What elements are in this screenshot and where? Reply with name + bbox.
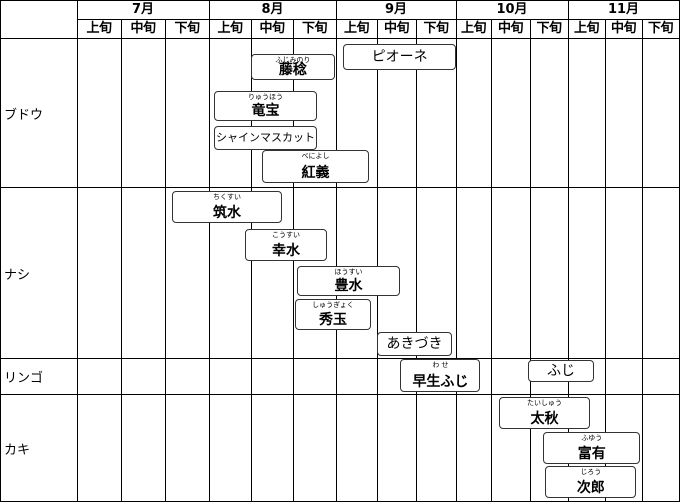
fruit-label: カキ <box>4 442 31 458</box>
variety-bar: しゅうぎょく秀玉 <box>295 299 371 330</box>
variety-name: 紅義 <box>301 165 330 181</box>
period-header: 中旬 <box>383 21 410 36</box>
variety-bar: ふゆう富有 <box>543 432 641 464</box>
grid-line <box>0 187 680 188</box>
month-header: 10月 <box>496 2 528 17</box>
variety-ruby: ほうすい <box>334 268 363 276</box>
fruit-label: ブドウ <box>4 107 44 123</box>
period-header: 上旬 <box>217 21 243 36</box>
grid-line <box>530 19 531 502</box>
variety-bar: ふじ <box>528 360 594 382</box>
variety-bar: ピオーネ <box>343 44 456 70</box>
month-header: 9月 <box>384 2 408 17</box>
period-header: 中旬 <box>497 21 524 36</box>
period-header: 下旬 <box>647 21 674 36</box>
variety-bar: ふじみのり藤稔 <box>251 54 335 80</box>
grid-line <box>77 0 78 502</box>
grid-line <box>0 0 680 1</box>
variety-name: 秀玉 <box>318 312 347 328</box>
grid-line <box>568 0 569 502</box>
variety-bar: たいしゅう太秋 <box>498 397 591 429</box>
grid-line <box>491 19 492 502</box>
month-header: 7月 <box>131 2 155 17</box>
grid-line <box>165 19 166 502</box>
grid-line <box>642 19 643 502</box>
grid-line <box>0 394 680 395</box>
variety-name: 早生ふじ <box>412 374 469 390</box>
variety-ruby: わ せ <box>432 361 449 369</box>
period-header: 中旬 <box>610 21 637 36</box>
variety-name: 筑水 <box>213 205 242 221</box>
period-header: 中旬 <box>259 21 285 36</box>
grid-line <box>416 19 417 502</box>
variety-ruby: ふじみのり <box>275 56 311 64</box>
variety-ruby: しゅうぎょく <box>312 301 354 309</box>
grid-line <box>0 38 680 39</box>
grid-line <box>605 19 606 502</box>
variety-ruby: べによし <box>301 152 330 160</box>
variety-bar: りゅうほう竜宝 <box>214 91 318 121</box>
variety-name: あきづき <box>386 336 443 352</box>
variety-name: 幸水 <box>272 243 301 259</box>
period-header: 下旬 <box>174 21 200 36</box>
variety-bar: ちくすい筑水 <box>171 191 283 223</box>
period-header: 上旬 <box>86 21 112 36</box>
variety-bar: べによし紅義 <box>262 150 369 183</box>
variety-ruby: ふゆう <box>581 434 603 442</box>
month-header: 8月 <box>261 2 284 17</box>
variety-name: 豊水 <box>334 278 363 294</box>
grid-line <box>456 0 457 502</box>
variety-ruby: ちくすい <box>213 193 242 201</box>
month-header: 11月 <box>607 2 640 17</box>
variety-bar: わ せ早生ふじ <box>400 359 481 392</box>
variety-name: 次郎 <box>576 480 605 496</box>
variety-bar: じろう次郎 <box>545 466 637 498</box>
variety-ruby: じろう <box>580 468 602 476</box>
grid-line <box>209 0 210 502</box>
fruit-label: ナシ <box>4 267 31 283</box>
variety-name: ピオーネ <box>371 49 428 65</box>
grid-line <box>77 19 680 20</box>
variety-name: 竜宝 <box>251 103 280 119</box>
variety-name: シャインマスカット <box>216 131 316 144</box>
period-header: 下旬 <box>301 21 328 36</box>
grid-line <box>377 19 378 502</box>
variety-ruby: たいしゅう <box>526 399 562 407</box>
period-header: 中旬 <box>130 21 156 36</box>
variety-name: ふじ <box>546 363 575 379</box>
variety-ruby: りゅうほう <box>248 93 284 101</box>
variety-bar: ほうすい豊水 <box>297 266 400 296</box>
grid-line <box>0 358 680 359</box>
period-header: 上旬 <box>460 21 487 36</box>
variety-bar: こうすい幸水 <box>244 229 328 261</box>
period-header: 上旬 <box>573 21 600 36</box>
grid-line <box>336 0 337 502</box>
fruit-label: リンゴ <box>4 371 44 386</box>
variety-name: 富有 <box>577 446 606 462</box>
grid-line <box>121 19 122 502</box>
variety-ruby: こうすい <box>272 231 301 239</box>
period-header: 下旬 <box>536 21 562 36</box>
variety-name: 太秋 <box>530 411 559 427</box>
grid-line <box>0 0 1 502</box>
period-header: 上旬 <box>343 21 370 36</box>
variety-bar: シャインマスカット <box>214 126 318 150</box>
period-header: 下旬 <box>423 21 449 36</box>
variety-bar: あきづき <box>377 332 452 356</box>
variety-name: 藤稔 <box>278 62 307 78</box>
